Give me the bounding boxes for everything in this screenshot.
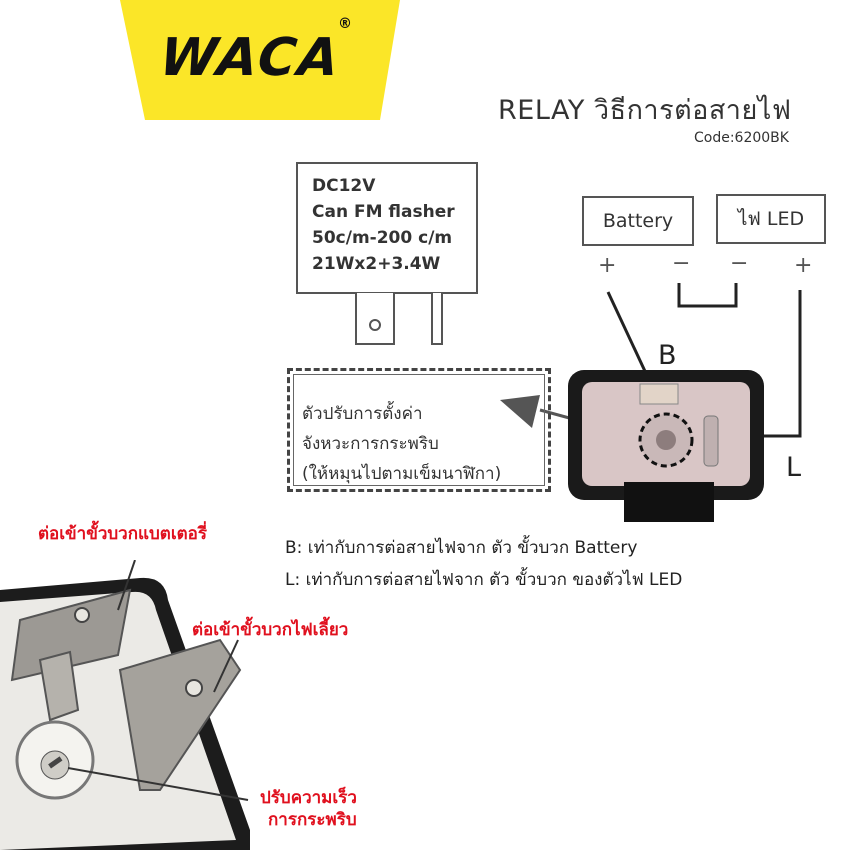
adjust-note-line: จังหวะการกระพริบ <box>302 434 439 454</box>
flasher-pins <box>355 292 443 345</box>
speed-callout-line1: ปรับความเร็ว <box>260 788 357 808</box>
product-code: Code:6200BK <box>694 130 789 146</box>
legend-line: B: เท่ากับการต่อสายไฟจาก ตัว ขั้วบวก Bat… <box>285 538 638 558</box>
battery-plus-callout: ต่อเข้าขั้วบวกแบตเตอรี่ <box>38 524 208 544</box>
spec-line: Can FM flasher <box>312 202 455 222</box>
spec-line: DC12V <box>312 176 376 196</box>
battery-box: Battery <box>582 196 694 246</box>
minus-icon: − <box>672 251 691 276</box>
minus-icon: − <box>730 251 749 276</box>
signal-plus-callout: ต่อเข้าขั้วบวกไฟเลี้ยว <box>192 620 349 640</box>
adjust-note-line: ตัวปรับการตั้งค่า <box>302 404 423 424</box>
plus-icon: + <box>794 253 813 278</box>
speed-callout-line2: การกระพริบ <box>268 810 357 830</box>
relay-photo <box>568 370 764 522</box>
adjust-note-box <box>287 368 551 492</box>
b-terminal-marker: B <box>658 340 677 371</box>
spec-line: 50c/m-200 c/m <box>312 228 453 248</box>
page-title: RELAY วิธีการต่อสายไฟ <box>498 95 792 126</box>
product-photo <box>0 560 250 850</box>
adjust-note-inner <box>293 374 545 486</box>
spec-line: 21Wx2+3.4W <box>312 254 441 274</box>
plus-icon: + <box>598 253 617 278</box>
legend-line: L: เท่ากับการต่อสายไฟจาก ตัว ขั้วบวก ของ… <box>285 570 683 590</box>
adjust-note-line: (ให้หมุนไปตามเข็มนาฬิกา) <box>302 464 502 484</box>
registered-mark: ® <box>338 16 352 32</box>
l-terminal-marker: L <box>786 452 802 483</box>
led-box: ไฟ LED <box>716 194 826 244</box>
